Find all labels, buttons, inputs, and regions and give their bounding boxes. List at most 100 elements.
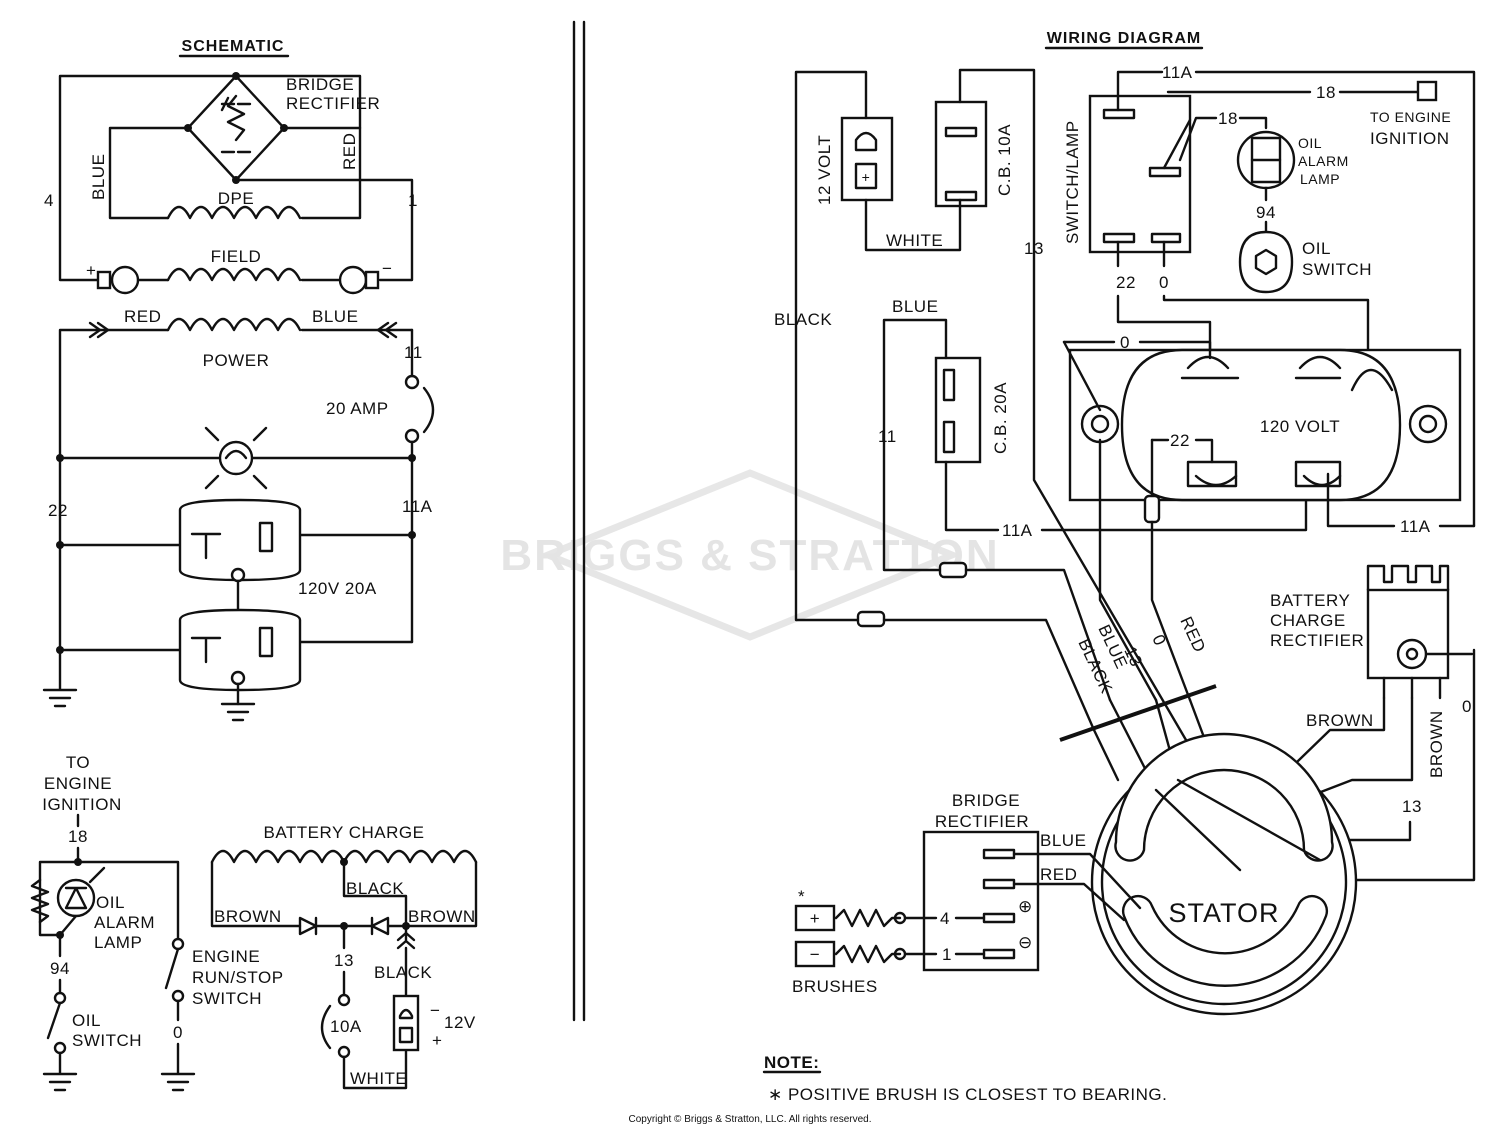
dpe-coil xyxy=(166,205,302,220)
w11a-top-label: 11A xyxy=(1162,63,1193,82)
lower-schematic-section: TO ENGINE IGNITION 18 94 OIL ALARM LAMP … xyxy=(30,753,478,1092)
volt12-label: 12 VOLT xyxy=(815,135,834,205)
white-label: WHITE xyxy=(350,1069,407,1088)
asterisk-label: * xyxy=(798,887,805,906)
red-bridge-label: RED xyxy=(1040,865,1077,884)
stator-slot-top xyxy=(1114,732,1334,862)
w13-right-label: 13 xyxy=(1402,797,1422,816)
battery-charge-label: BATTERY CHARGE xyxy=(264,823,425,842)
oil-switch-w2: SWITCH xyxy=(1302,260,1372,279)
diode-left xyxy=(298,916,318,936)
w13-label: 13 xyxy=(1024,239,1044,258)
wire-4-label: 4 xyxy=(44,191,54,210)
switch-lamp-label: SWITCH/LAMP xyxy=(1063,120,1082,244)
amp10-label: 10A xyxy=(330,1017,362,1036)
white-wiring-label: WHITE xyxy=(886,231,943,250)
engine-switch-3: SWITCH xyxy=(192,989,262,1008)
brown-w2-label: BROWN xyxy=(1427,710,1446,778)
minus-label-12v: − xyxy=(430,1001,440,1020)
note-text: ∗ POSITIVE BRUSH IS CLOSEST TO BEARING. xyxy=(768,1085,1167,1104)
battery-charge-rectifier-2: CHARGE xyxy=(1270,611,1346,630)
w22-label: 22 xyxy=(1116,273,1136,292)
black2-label: BLACK xyxy=(374,963,432,982)
w0-label: 0 xyxy=(1159,273,1169,292)
battery-charge-rectifier-3: RECTIFIER xyxy=(1270,631,1364,650)
note-heading: NOTE: xyxy=(764,1053,819,1072)
minus-brush-label: − xyxy=(810,945,820,964)
wire-11-label: 11 xyxy=(404,343,423,362)
wire-22-label: 22 xyxy=(48,501,68,520)
briggs-stratton-watermark: BRIGGS & STRATTON xyxy=(500,469,999,641)
plus-label-12v: + xyxy=(432,1031,442,1050)
bridge-rectifier-w2: RECTIFIER xyxy=(935,812,1029,831)
receptacle-1-symbol xyxy=(178,498,302,582)
brushes-label: BRUSHES xyxy=(792,977,878,996)
oil-alarm-w2: ALARM xyxy=(1298,153,1349,169)
w0-right-label: 0 xyxy=(1462,697,1472,716)
blue-bridge-label: BLUE xyxy=(1040,831,1086,850)
oil-alarm-lamp-1: OIL xyxy=(96,893,125,912)
w94-label: 94 xyxy=(1256,203,1276,222)
connector-red xyxy=(1143,494,1161,524)
watermark-text: BRIGGS & STRATTON xyxy=(500,531,999,580)
minus-label: − xyxy=(382,259,392,278)
wiring-title: WIRING DIAGRAM xyxy=(1047,30,1201,47)
brown-right-label: BROWN xyxy=(408,907,476,926)
bridge-rectifier-label-1: BRIDGE xyxy=(286,75,354,94)
bundle-red: RED xyxy=(1176,614,1209,656)
brown-w1-label: BROWN xyxy=(1306,711,1374,730)
w11-label: 11 xyxy=(878,427,897,446)
engine-switch-2: RUN/STOP xyxy=(192,968,284,987)
plus-label: + xyxy=(86,261,96,280)
lamp-symbol xyxy=(218,440,254,476)
power-label: POWER xyxy=(203,351,270,370)
resistor-symbol xyxy=(30,878,50,924)
plus-brush-label: + xyxy=(810,909,820,928)
battery-charge-coil-right xyxy=(342,849,478,864)
cb20a-label: C.B. 20A xyxy=(991,382,1010,454)
stator-slot-bottom xyxy=(1121,894,1329,987)
w18-top-label: 18 xyxy=(1316,83,1336,102)
power-coil xyxy=(166,317,302,332)
ground-symbol-2 xyxy=(220,702,256,722)
divider-double-line xyxy=(572,20,586,1022)
volt12-label: 12V xyxy=(444,1013,476,1032)
circle-minus-label: ⊖ xyxy=(1018,933,1033,952)
switch-lamp-panel xyxy=(1088,94,1192,254)
wire-1-label: 1 xyxy=(408,191,418,210)
battery-charge-rectifier-1: BATTERY xyxy=(1270,591,1350,610)
oil-switch-2: SWITCH xyxy=(72,1031,142,1050)
w18-lamp-label: 18 xyxy=(1218,109,1238,128)
blue-label: BLUE xyxy=(89,154,108,200)
copyright-text: Copyright © Briggs & Stratton, LLC. All … xyxy=(628,1114,871,1125)
brush-minus-box xyxy=(794,940,836,968)
brown-left-label: BROWN xyxy=(214,907,282,926)
field-label: FIELD xyxy=(211,247,262,266)
bridge-rectifier-label-2: RECTIFIER xyxy=(286,94,380,113)
bridge-rectifier-w1: BRIDGE xyxy=(952,791,1020,810)
stator-label: STATOR xyxy=(1168,898,1279,928)
oil-alarm-w3: LAMP xyxy=(1300,171,1340,187)
field-coil xyxy=(166,267,302,282)
to-engine-ignition-3: IGNITION xyxy=(42,795,122,814)
to-engine-ignition-w2: IGNITION xyxy=(1370,129,1450,148)
wire-13-label: 13 xyxy=(334,951,354,970)
diode-right xyxy=(370,916,390,936)
bridge-rectifier-symbol xyxy=(186,74,286,182)
circuit-breaker-10a xyxy=(934,100,988,208)
blue-wiring-label: BLUE xyxy=(892,297,938,316)
w11a-right-label: 11A xyxy=(1400,517,1431,536)
w11a-mid-label: 11A xyxy=(1002,521,1033,540)
to-engine-ignition-1: TO xyxy=(66,753,90,772)
receptacle-label: 120V 20A xyxy=(298,579,377,598)
schematic-section: SCHEMATIC BRIDGE RECTIFIER BLUE RED DPE … xyxy=(42,38,435,722)
brush-plus-symbol xyxy=(110,265,140,295)
brush-minus-symbol xyxy=(338,265,368,295)
w4-label: 4 xyxy=(940,909,950,928)
receptacle-screw-right xyxy=(1408,404,1448,444)
ground-symbol-1 xyxy=(42,648,78,708)
receptacle-2-symbol xyxy=(178,608,302,692)
ground-symbol-4 xyxy=(160,1042,196,1092)
w22-mid-label: 22 xyxy=(1170,431,1190,450)
